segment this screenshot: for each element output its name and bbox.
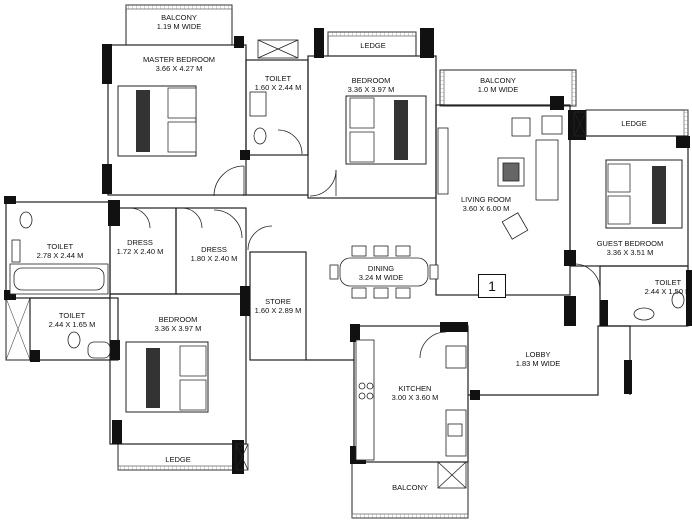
room-size: 1.0 M WIDE	[477, 85, 519, 94]
duct-shafts	[235, 39, 587, 489]
label-ledge-bottom: LEDGE	[165, 455, 190, 464]
room-size: 1.60 X 2.44 M	[254, 83, 302, 92]
room-name: LOBBY	[525, 350, 551, 359]
label-master-bedroom: MASTER BEDROOM 3.66 X 4.27 M	[143, 55, 215, 73]
room-size: 2.78 X 2.44 M	[36, 251, 84, 260]
room-name: TOILET	[264, 74, 292, 83]
bed-guest	[605, 159, 683, 229]
room-name: BALCONY	[480, 76, 516, 85]
plan-number-badge: 1	[478, 274, 506, 298]
room-name: TOILET	[654, 278, 682, 287]
room-name: STORE	[265, 297, 291, 306]
label-dining: DINING 3.24 M WIDE	[359, 264, 404, 282]
label-kitchen: KITCHEN 3.00 X 3.60 M	[392, 384, 439, 402]
room-name: LEDGE	[621, 119, 647, 128]
dining-table	[329, 245, 439, 299]
ledge-bottom	[117, 443, 235, 471]
label-store: STORE 1.60 X 2.89 M	[255, 297, 302, 315]
room-name: LIVING ROOM	[460, 195, 512, 204]
balcony-top	[125, 4, 233, 46]
label-guest-bedroom: GUEST BEDROOM 3.36 X 3.51 M	[597, 239, 664, 257]
label-bedroom-top: BEDROOM 3.36 X 3.97 M	[348, 76, 395, 94]
room-name: DRESS	[127, 238, 153, 247]
room-size: 3.66 X 4.27 M	[155, 64, 203, 73]
walls	[5, 44, 689, 463]
door-swings	[129, 129, 601, 359]
label-lobby: LOBBY 1.83 M WIDE	[516, 350, 561, 368]
label-ledge-right: LEDGE	[621, 119, 646, 128]
balcony-bottom	[351, 461, 469, 519]
room-name: LEDGE	[360, 41, 386, 50]
room-size: 3.36 X 3.51 M	[606, 248, 654, 257]
label-living-room: LIVING ROOM 3.60 X 6.00 M	[461, 195, 511, 213]
label-toilet-left: TOILET 2.78 X 2.44 M	[37, 242, 84, 260]
room-size: 1.60 X 2.89 M	[254, 306, 302, 315]
room-size: 3.36 X 3.97 M	[154, 324, 202, 333]
room-name: TOILET	[46, 242, 74, 251]
label-balcony-top: BALCONY 1.19 M WIDE	[157, 13, 202, 31]
bathroom-fixtures	[9, 91, 685, 359]
label-dress-1: DRESS 1.72 X 2.40 M	[117, 238, 164, 256]
room-name: TOILET	[58, 311, 86, 320]
label-toilet-small: TOILET 2.44 X 1.65 M	[49, 311, 96, 329]
room-size: 1.80 X 2.40 M	[190, 254, 238, 263]
balcony-left-small	[5, 297, 31, 361]
room-size: 1.19 M WIDE	[156, 22, 202, 31]
room-name: BALCONY	[161, 13, 197, 22]
room-size: 1.83 M WIDE	[515, 359, 561, 368]
room-size: 1.72 X 2.40 M	[116, 247, 164, 256]
room-name: DRESS	[201, 245, 227, 254]
room-name: DINING	[367, 264, 395, 273]
room-name: LEDGE	[165, 455, 191, 464]
label-ledge-top: LEDGE	[360, 41, 385, 50]
bed-master	[117, 85, 197, 157]
bed-top	[345, 95, 427, 165]
room-name: KITCHEN	[398, 384, 432, 393]
bed-bottom	[125, 341, 209, 413]
columns	[4, 28, 692, 474]
sofa-set	[437, 115, 563, 240]
label-balcony-bottom: BALCONY	[392, 483, 428, 492]
room-name: GUEST BEDROOM	[596, 239, 664, 248]
label-balcony-right: BALCONY 1.0 M WIDE	[478, 76, 518, 94]
kitchen-counters	[355, 339, 467, 461]
room-size: 3.00 X 3.60 M	[391, 393, 439, 402]
room-size: 3.24 M WIDE	[358, 273, 404, 282]
room-name: BEDROOM	[351, 76, 391, 85]
label-toilet-master: TOILET 1.60 X 2.44 M	[255, 74, 302, 92]
room-size: 2.44 X 1.65 M	[48, 320, 96, 329]
room-size: 3.60 X 6.00 M	[462, 204, 510, 213]
room-size: 3.36 X 3.97 M	[347, 85, 395, 94]
room-name: BALCONY	[392, 483, 428, 492]
label-dress-2: DRESS 1.80 X 2.40 M	[191, 245, 238, 263]
room-size: 2.44 X 1.50 M	[644, 287, 692, 296]
label-toilet-guest: TOILET 2.44 X 1.50 M	[645, 278, 692, 296]
room-name: BEDROOM	[158, 315, 198, 324]
room-name: MASTER BEDROOM	[142, 55, 216, 64]
label-bedroom-bottom: BEDROOM 3.36 X 3.97 M	[155, 315, 202, 333]
